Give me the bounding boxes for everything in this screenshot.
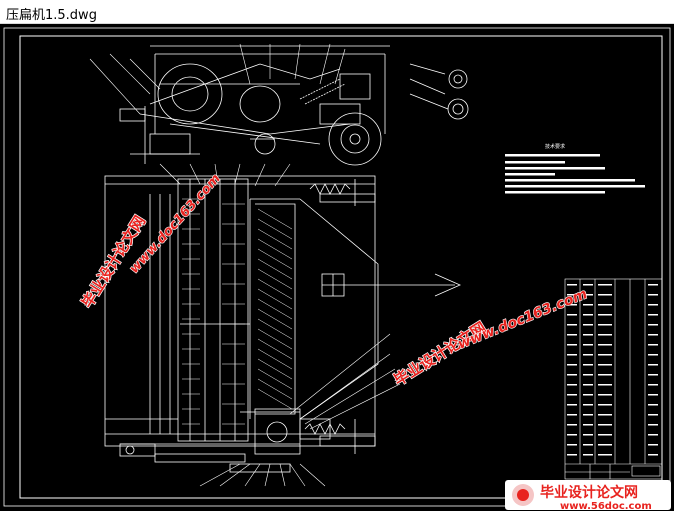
top-view-assembly	[119, 45, 390, 166]
watermark-badge: 毕业设计论文网 www.56doc.com	[505, 480, 671, 511]
watermark-url-right: www.doc163.com	[456, 286, 590, 353]
notes-lines	[505, 154, 645, 194]
parts-list-table	[564, 278, 663, 480]
parts-list-rows	[567, 284, 658, 456]
cad-drawing: 技术要求	[3, 27, 671, 511]
title-bar: 压扁机1.5.dwg	[0, 0, 674, 24]
blade-hatching	[257, 208, 293, 410]
roller-teeth	[182, 198, 245, 425]
leader-lines-top	[89, 43, 346, 115]
watermark-site-name-right: 毕业设计论文网	[391, 318, 490, 389]
window-title: 压扁机1.5.dwg	[6, 8, 97, 23]
front-view-assembly	[104, 175, 461, 473]
badge-site-name: 毕业设计论文网	[540, 484, 638, 501]
leader-lines-front	[159, 163, 401, 487]
badge-site-url: www.56doc.com	[560, 501, 652, 511]
drawing-border	[3, 27, 671, 507]
drawing-canvas[interactable]: 技术要求	[0, 24, 674, 511]
spring-assemblies	[304, 179, 376, 454]
notes-title: 技术要求	[545, 143, 565, 150]
technical-notes: 技术要求	[505, 143, 645, 194]
badge-logo-icon	[512, 484, 534, 506]
wheel-detail-view	[409, 63, 469, 120]
